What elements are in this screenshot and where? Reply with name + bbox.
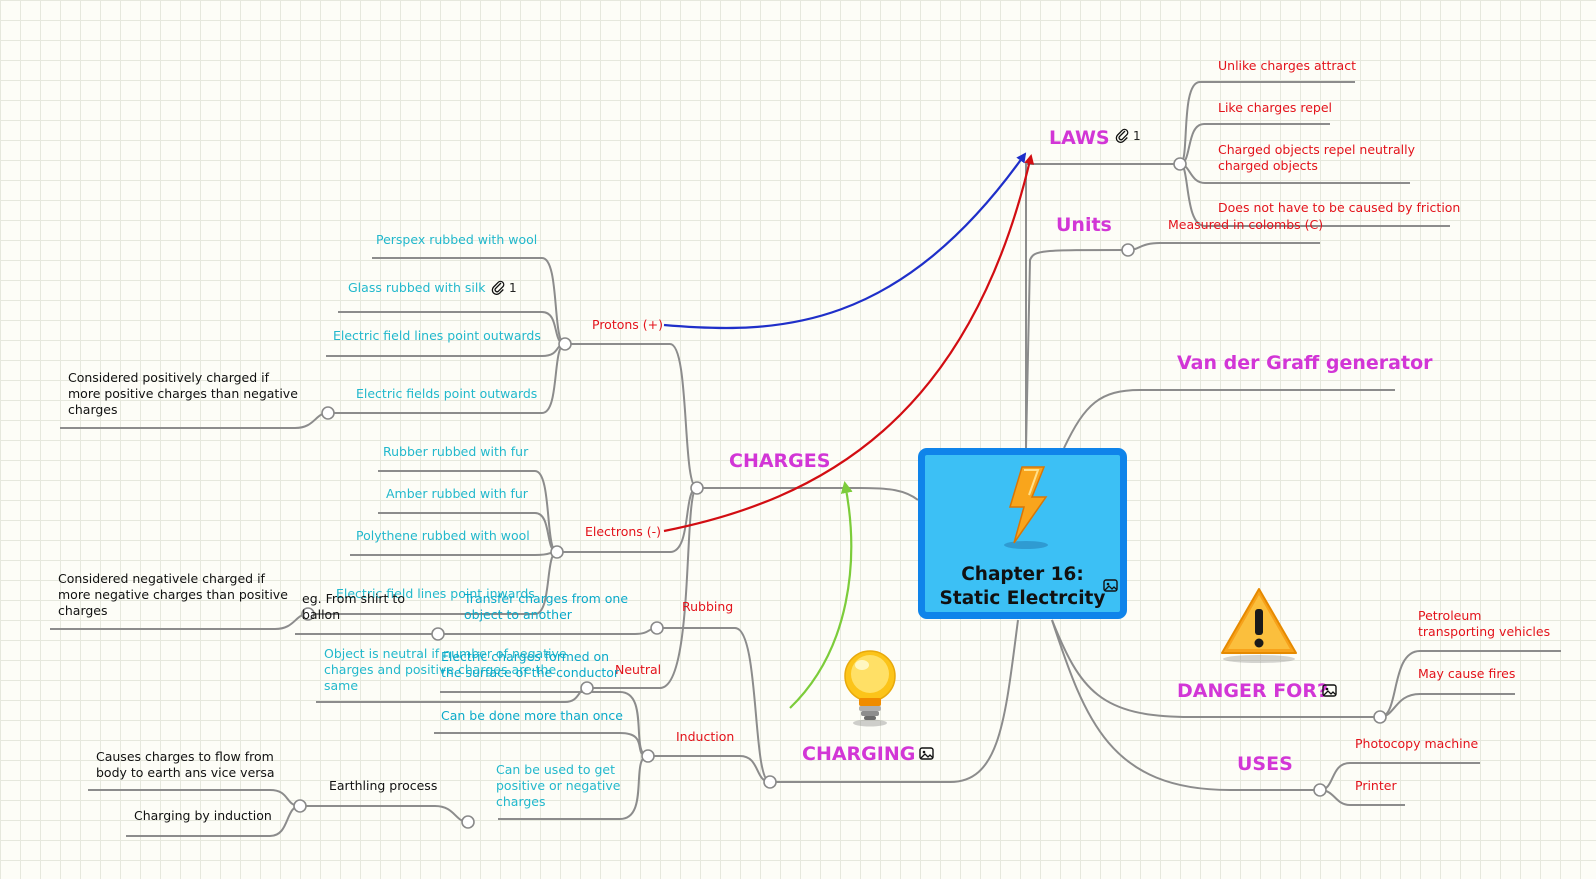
electrons-item-1[interactable]: Rubber rubbed with fur: [383, 444, 529, 459]
connector-charging: [770, 619, 1019, 783]
warning-icon: [1221, 588, 1297, 663]
branch-danger[interactable]: DANGER FOR?: [1177, 680, 1328, 702]
laws-attachment[interactable]: 1: [1115, 128, 1141, 143]
connector-laws: [1025, 163, 1180, 448]
central-title-line1: Chapter 16:: [961, 564, 1084, 585]
rubbing-item[interactable]: Transfer charges from one object to anot…: [464, 591, 629, 622]
image-icon[interactable]: [1322, 684, 1337, 697]
branch-charges[interactable]: CHARGES: [729, 450, 831, 472]
protons-item-3[interactable]: Electric field lines point outwards: [333, 328, 541, 343]
branch-laws[interactable]: LAWS: [1049, 127, 1110, 149]
protons-item-1[interactable]: Perspex rubbed with wool: [376, 232, 538, 247]
branch-charging[interactable]: CHARGING: [802, 743, 916, 765]
rubbing-label[interactable]: Rubbing: [682, 599, 734, 614]
laws-item-1[interactable]: Unlike charges attract: [1218, 58, 1356, 73]
danger-item-1[interactable]: Petroleum transporting vehicles: [1418, 608, 1551, 639]
lightning-icon: [1004, 466, 1048, 549]
induction-label[interactable]: Induction: [676, 729, 735, 744]
branch-uses[interactable]: USES: [1237, 753, 1293, 775]
glass-attachment[interactable]: 1: [491, 280, 517, 295]
neutral-item[interactable]: Object is neutral if number of negative …: [324, 646, 567, 693]
connector-danger: [1051, 619, 1380, 718]
central-title-line2: Static Electrcity: [939, 588, 1106, 609]
branch-units[interactable]: Units: [1056, 214, 1112, 236]
electrons-item-3[interactable]: Polythene rubbed with wool: [356, 528, 530, 543]
rubbing-example[interactable]: eg. From shirt to ballon: [302, 591, 405, 622]
protons-item-2[interactable]: Glass rubbed with silk: [348, 280, 486, 295]
protons-item-4[interactable]: Electric fields point outwards: [356, 386, 538, 401]
arrow-electrons-to-laws: [663, 154, 1035, 533]
attachment-icon: [491, 280, 505, 295]
induction-item-2[interactable]: Can be done more than once: [441, 708, 623, 723]
arrow-protons-to-laws: [663, 152, 1027, 330]
neutral-label[interactable]: Neutral: [615, 662, 662, 677]
laws-attachment-count: 1: [1133, 128, 1141, 143]
danger-item-2[interactable]: May cause fires: [1418, 666, 1516, 681]
central-topic[interactable]: Chapter 16: Static Electrcity: [918, 448, 1127, 619]
connector-charges: [697, 487, 919, 501]
laws-item-3[interactable]: Charged objects repel neutrally charged …: [1218, 142, 1415, 173]
branch-van-der-graff[interactable]: Van der Graff generator: [1177, 352, 1433, 374]
earthling-item-1[interactable]: Causes charges to flow from body to eart…: [96, 749, 275, 780]
electrons-item-2[interactable]: Amber rubbed with fur: [386, 486, 528, 501]
uses-item-1[interactable]: Photocopy machine: [1355, 736, 1479, 751]
image-icon[interactable]: [1103, 579, 1118, 592]
earthling-item-2[interactable]: Charging by induction: [134, 808, 272, 823]
lightbulb-icon: [844, 650, 896, 727]
electrons-label[interactable]: Electrons (-): [585, 524, 662, 539]
image-icon[interactable]: [919, 747, 934, 760]
connector-uses: [1051, 619, 1320, 791]
glass-attachment-count: 1: [509, 280, 517, 295]
connector-vandergraff: [1063, 389, 1395, 449]
earthling-label[interactable]: Earthling process: [329, 778, 438, 793]
units-item-1[interactable]: Measured in colombs (C): [1168, 217, 1324, 232]
induction-item-1[interactable]: Electric charges formed on the surface o…: [441, 649, 620, 680]
electrons-item-4[interactable]: Electric field lines point inwards: [336, 586, 535, 601]
electrons-note[interactable]: Considered negativele charged if more ne…: [58, 571, 288, 618]
induction-item-3[interactable]: Can be used to get positive or negative …: [496, 762, 621, 809]
arrow-charging-to-charges: [789, 481, 853, 709]
protons-note[interactable]: Considered positively charged if more po…: [68, 370, 298, 417]
attachment-icon: [1115, 128, 1129, 143]
laws-item-2[interactable]: Like charges repel: [1218, 100, 1333, 115]
protons-label[interactable]: Protons (+): [592, 317, 664, 332]
laws-item-4[interactable]: Does not have to be caused by friction: [1218, 200, 1461, 215]
connector-units: [1025, 249, 1129, 449]
uses-item-2[interactable]: Printer: [1355, 778, 1397, 793]
